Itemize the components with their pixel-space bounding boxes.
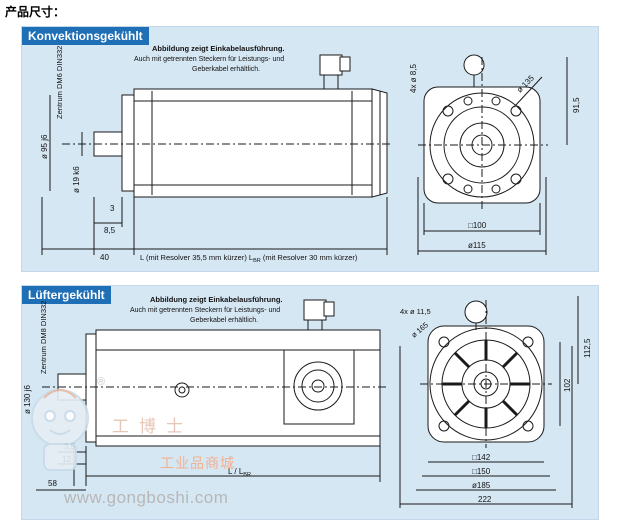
flange-bottom bbox=[85, 333, 97, 443]
top-dim-40: 40 bbox=[100, 253, 109, 262]
bottom-square-label: □142 bbox=[472, 453, 491, 462]
bottom-note-2: Auch mit getrennten Steckern für Leistun… bbox=[130, 307, 280, 314]
bottom-dim-1125: 112,5 bbox=[583, 338, 592, 358]
top-note-1: Abbildung zeigt Einkabelausführung. bbox=[152, 44, 285, 53]
bottom-w150-label: □150 bbox=[472, 467, 491, 476]
bottom-length-label: L / LBR bbox=[228, 467, 251, 478]
top-dim-3: 3 bbox=[110, 204, 115, 213]
top-note-2: Auch mit getrennten Steckern für Leistun… bbox=[134, 56, 284, 63]
top-dim-85: 8,5 bbox=[104, 226, 116, 235]
fan-cooled-panel: Lüftergekühlt bbox=[21, 285, 599, 520]
bottom-pcd-label: ø 165 bbox=[410, 320, 430, 339]
bottom-dim-12: 12 bbox=[62, 455, 71, 464]
bottom-note-1: Abbildung zeigt Einkabelausführung. bbox=[150, 295, 283, 304]
bottom-note-3: Geberkabel erhältlich. bbox=[190, 317, 258, 324]
top-length-note: L (mit Resolver 35,5 mm kürzer) LBR (mit… bbox=[140, 253, 358, 264]
bottom-dim-58: 58 bbox=[48, 479, 57, 488]
motor-body-top bbox=[133, 88, 373, 198]
fan-cooled-drawing: Abbildung zeigt Einkabelausführung. Auch… bbox=[23, 295, 592, 508]
bottom-d130-label: ø 130 j6 bbox=[23, 385, 32, 414]
bottom-dim-102: 102 bbox=[563, 378, 572, 392]
convection-cooled-tag: Konvektionsgekühlt bbox=[22, 27, 149, 45]
top-square-label: □100 bbox=[468, 221, 487, 230]
convection-drawing: Abbildung zeigt Einkabelausführung. Auch… bbox=[40, 44, 581, 264]
top-holes-label: 4x ø 8,5 bbox=[409, 64, 418, 93]
top-centering-label: Zentrum DM6 DIN332 bbox=[55, 46, 64, 119]
bottom-dim-35: 3,5 bbox=[64, 442, 76, 451]
bottom-w222-label: 222 bbox=[478, 495, 492, 504]
bottom-centering-label: Zentrum DM8 DIN332 bbox=[39, 301, 48, 374]
convection-cooled-panel: Konvektionsgekühlt bbox=[21, 26, 599, 272]
page-title: 产品尺寸： bbox=[5, 5, 66, 19]
bottom-holes-label: 4x ø 11,5 bbox=[400, 307, 431, 316]
flange-top bbox=[121, 94, 135, 192]
top-dim-915: 91,5 bbox=[572, 97, 581, 113]
top-note-3: Geberkabel erhältlich. bbox=[192, 66, 260, 73]
top-d95-label: ø 95 j6 bbox=[40, 134, 49, 159]
top-d19-label: ø 19 k6 bbox=[72, 166, 81, 193]
connector-bottom bbox=[303, 299, 327, 321]
top-d115-label: ø115 bbox=[468, 241, 486, 250]
connector-top bbox=[319, 54, 343, 76]
bottom-d185-label: ø185 bbox=[472, 481, 491, 490]
fan-cooled-tag: Lüftergekühlt bbox=[22, 286, 111, 304]
